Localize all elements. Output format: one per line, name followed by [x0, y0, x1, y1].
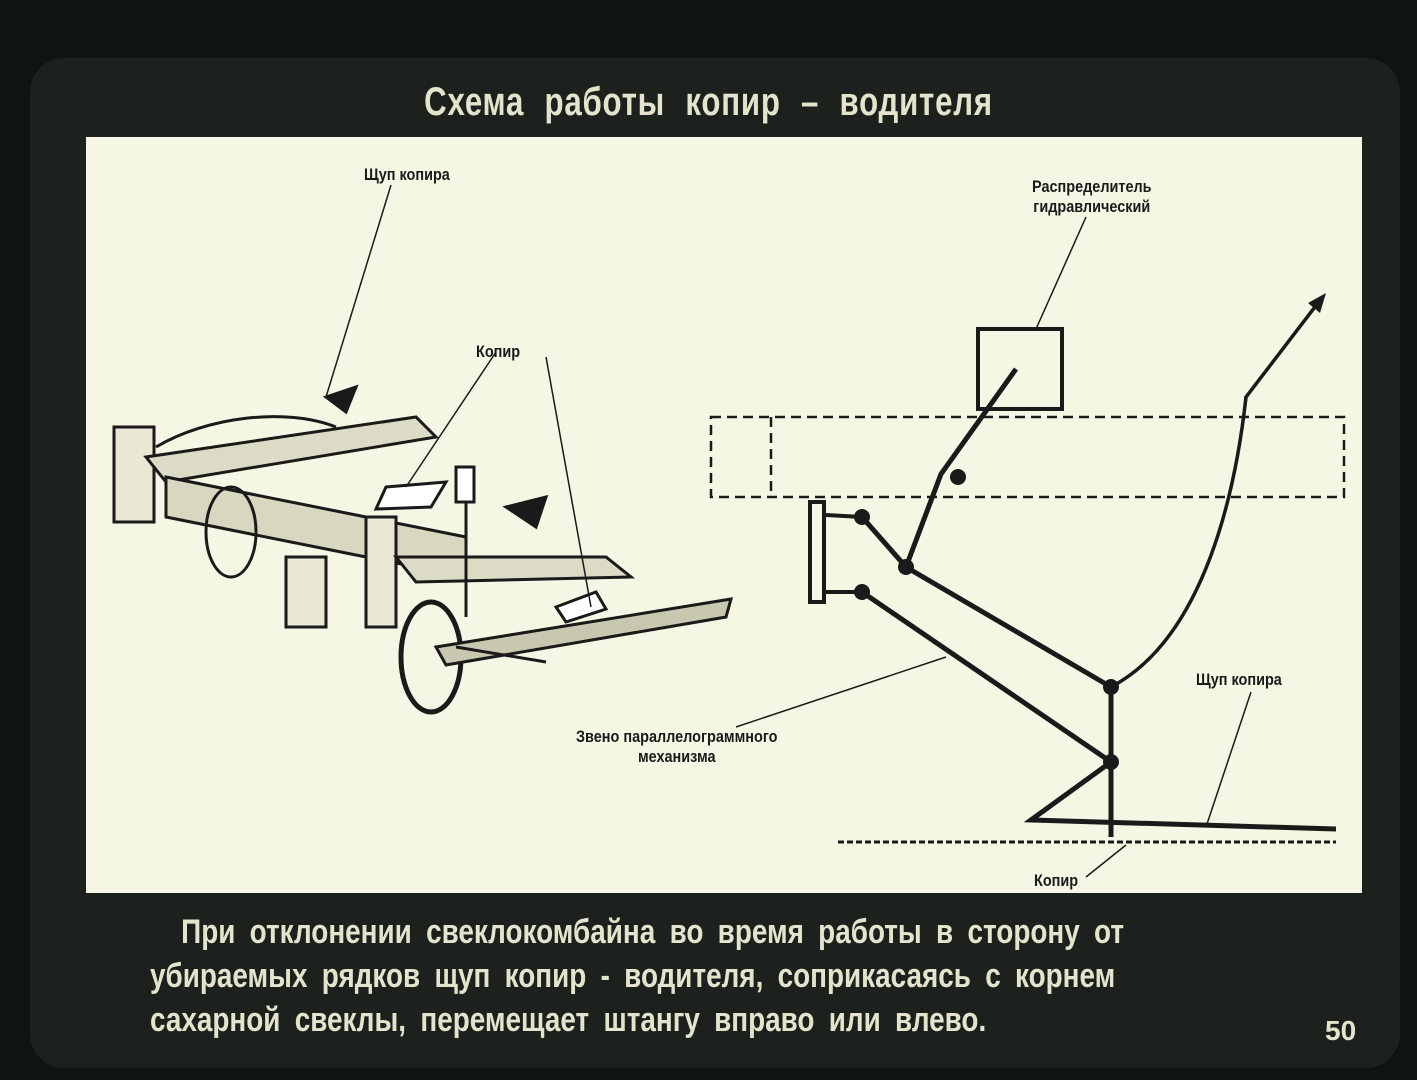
scheme-drawing	[325, 184, 1346, 878]
label-distributor-line2: гидравлический	[1033, 197, 1151, 216]
caption-line: сахарной свеклы, перемещает штангу вправ…	[150, 1001, 987, 1039]
label-link-line2: механизма	[637, 747, 716, 766]
label-parallelogram-link: Звено параллелограммного механизма	[576, 727, 777, 767]
diagram-panel: Щуп копира Копир Распределитель гидравли…	[86, 137, 1362, 893]
page-number: 50	[1325, 1015, 1357, 1046]
label-distributor: Распределитель гидравлический	[1032, 177, 1152, 217]
caption-line: При отклонении свеклокомбайна во время р…	[181, 913, 1125, 951]
label-copier-left: Копир	[476, 342, 521, 361]
slide-caption: При отклонении свеклокомбайна во время р…	[150, 910, 1125, 1042]
label-probe-right: Щуп копира	[1196, 670, 1282, 689]
label-link-line1: Звено параллелограммного	[576, 727, 778, 746]
caption-line: убираемых рядков щуп копир - водителя, с…	[150, 957, 1116, 995]
label-distributor-line1: Распределитель	[1032, 177, 1152, 196]
slide-title: Схема работы копир – водителя	[424, 80, 993, 124]
label-copier-bottom: Копир	[1034, 871, 1079, 890]
machine-illustration	[112, 384, 734, 715]
distributor-box	[976, 327, 1064, 411]
label-probe-left: Щуп копира	[364, 165, 450, 184]
diagram-drawing	[112, 184, 1346, 878]
